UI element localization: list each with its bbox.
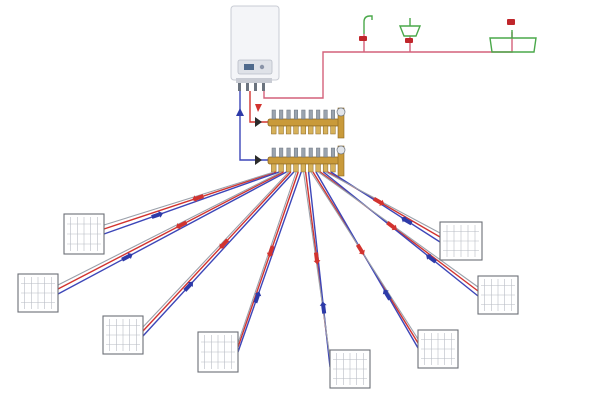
flow-arrow-icon [266, 245, 275, 258]
flow-arrow-icon [386, 220, 397, 231]
floor-loop-panel [17, 273, 59, 313]
flow-arrows [121, 194, 437, 314]
heating-panels [17, 213, 519, 389]
valve-icon [322, 147, 329, 173]
hot-water-line [263, 32, 513, 99]
flow-arrow-icon [121, 252, 133, 262]
valve-icon [300, 109, 306, 135]
valve-icon [278, 109, 284, 135]
valve-icon [285, 109, 292, 135]
valve-icon [322, 109, 329, 135]
flow-arrow-icon [355, 243, 365, 255]
floor-loop-panel [329, 349, 371, 389]
floor-loop-panel [102, 315, 144, 355]
flow-arrow-icon [151, 211, 164, 219]
heating-loop [325, 171, 441, 243]
valve-icon [293, 109, 299, 135]
floor-loop-panel [477, 275, 519, 315]
valve-icon [308, 109, 314, 135]
flow-arrow-icon [313, 252, 321, 265]
flow-arrow-icon [191, 194, 204, 202]
flow-arrow-icon [219, 238, 230, 249]
floor-loop-panel [197, 331, 239, 373]
valve-icon [330, 147, 336, 173]
heating-loop [57, 171, 287, 295]
valve-icon [271, 109, 277, 135]
heating-loop [142, 171, 295, 337]
flow-arrow-icon [183, 281, 194, 292]
valve-icon [300, 147, 306, 173]
flow-arrow-icon [372, 197, 385, 206]
manifold-icon [267, 107, 346, 177]
heating-loop [237, 171, 302, 353]
floor-loop-panel [417, 329, 459, 369]
valve-icon [330, 109, 336, 135]
flow-arrow-icon [175, 220, 188, 230]
heating-loop [318, 171, 479, 297]
floor-loop-panel [439, 221, 483, 261]
valve-icon [308, 147, 314, 173]
valve-icon [293, 147, 299, 173]
heating-loop [310, 171, 419, 349]
heating-loop [103, 171, 280, 235]
sink-icon [398, 18, 422, 43]
valve-icon [315, 109, 321, 135]
flow-arrow-icon [253, 291, 262, 304]
bathtub-icon [489, 19, 537, 53]
faucet-icon [359, 15, 373, 41]
flow-arrow-icon [426, 254, 437, 264]
boiler-icon [230, 5, 280, 91]
heating-loop [303, 171, 331, 368]
flow-arrow-icon [319, 301, 327, 314]
flow-arrow-icon [382, 289, 392, 301]
flow-arrow-icon [401, 216, 413, 226]
valve-icon [315, 147, 321, 173]
boiler-feed-lines [236, 91, 268, 165]
floor-loop-panel [63, 213, 105, 255]
